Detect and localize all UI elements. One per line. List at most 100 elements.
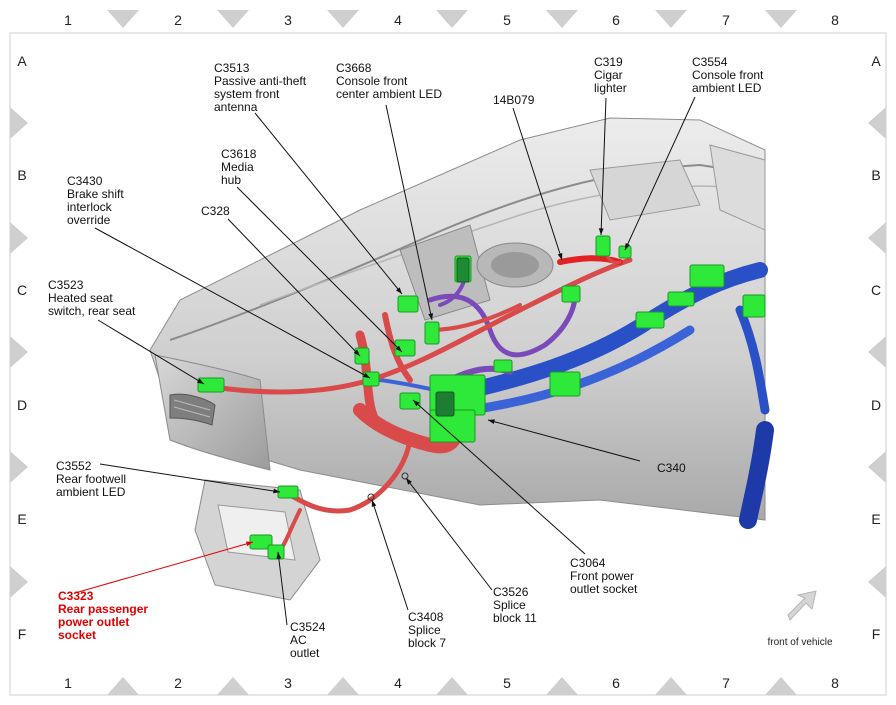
row-label-F: F xyxy=(18,626,27,642)
grid-tick-top xyxy=(217,10,249,28)
grid-tick-left xyxy=(10,336,28,368)
grid-tick-top xyxy=(436,10,468,28)
callout-c3552-line: ambient LED xyxy=(56,485,126,499)
row-label-E: E xyxy=(17,511,26,527)
callout-c3430-line: Brake shift xyxy=(67,187,124,201)
grid-tick-bottom xyxy=(327,677,359,695)
callout-c3523-line: switch, rear seat xyxy=(48,304,136,318)
grid-tick-right xyxy=(868,566,886,598)
leader-c3668 xyxy=(385,104,433,321)
leader-c3408 xyxy=(371,499,409,611)
column-label-8: 8 xyxy=(831,12,839,28)
grid-tick-top xyxy=(765,10,797,28)
row-label-B: B xyxy=(871,167,880,183)
connector-c340-shadow xyxy=(435,391,455,417)
callout-c340-line: C340 xyxy=(657,461,686,475)
callout-c328: C328 xyxy=(201,204,230,218)
column-label-6: 6 xyxy=(612,675,620,691)
grid-tick-right xyxy=(868,451,886,483)
connector-dark xyxy=(456,257,470,283)
callout-c3513-line: system front xyxy=(214,87,280,101)
row-label-E: E xyxy=(871,511,880,527)
connector-c3513 xyxy=(397,295,419,313)
callout-c3552-line: C3552 xyxy=(56,459,92,473)
callout-c3668-line: Console front xyxy=(336,74,408,88)
splice-c3408-marker xyxy=(367,493,375,501)
arrowhead-icon xyxy=(276,552,282,559)
column-label-4: 4 xyxy=(394,12,402,28)
row-label-B: B xyxy=(17,167,26,183)
connector-right-4 xyxy=(742,294,766,318)
callout-c3618-line: Media xyxy=(221,160,254,174)
connector-c3064 xyxy=(399,392,421,410)
leader-c3526 xyxy=(405,477,493,591)
column-label-2: 2 xyxy=(174,675,182,691)
callout-c14b079-line: 14B079 xyxy=(493,93,535,107)
callout-c3526-line: Splice xyxy=(493,598,526,612)
arrowhead-icon xyxy=(273,488,280,494)
leader-c3513 xyxy=(254,112,403,295)
grid-tick-left xyxy=(10,566,28,598)
callout-c3526-line: C3526 xyxy=(493,585,529,599)
arrowhead-icon xyxy=(598,228,604,235)
grid-tick-left xyxy=(10,222,28,254)
grid-tick-bottom xyxy=(546,677,578,695)
grid-tick-bottom xyxy=(107,677,139,695)
grid-tick-top xyxy=(327,10,359,28)
callout-c340: C340 xyxy=(657,461,686,475)
grid-tick-top xyxy=(546,10,578,28)
callout-c3430-line: C3430 xyxy=(67,174,103,188)
callout-c328-line: C328 xyxy=(201,204,230,218)
column-label-1: 1 xyxy=(64,12,72,28)
grid-tick-bottom xyxy=(217,677,249,695)
column-label-3: 3 xyxy=(284,12,292,28)
callout-c3618-line: C3618 xyxy=(221,147,257,161)
arrowhead-icon xyxy=(406,478,412,485)
callout-c3323-line: Rear passenger xyxy=(58,602,148,616)
connectors xyxy=(197,235,766,560)
grid-tick-left xyxy=(10,451,28,483)
leader-c3430 xyxy=(94,227,371,379)
grid-tick-left xyxy=(10,107,28,139)
arrowhead-icon xyxy=(413,400,420,407)
grid-markers xyxy=(10,10,886,695)
callout-c3668-line: center ambient LED xyxy=(336,87,442,101)
connector-c3668 xyxy=(424,321,440,345)
callout-c3523-line: Heated seat xyxy=(48,291,113,305)
callout-c3323-line: socket xyxy=(58,628,96,642)
splice-c3526-marker xyxy=(401,472,409,480)
callout-c3524-line: C3524 xyxy=(290,620,326,634)
connector-c328 xyxy=(354,347,370,365)
arrowhead-icon xyxy=(363,372,370,378)
arrowhead-icon xyxy=(371,500,377,507)
column-label-1: 1 xyxy=(64,675,72,691)
grid-tick-right xyxy=(868,222,886,254)
row-label-A: A xyxy=(17,53,27,69)
callout-c3408-line: C3408 xyxy=(408,610,444,624)
callout-c3618-line: hub xyxy=(221,173,241,187)
callout-c3513-line: C3513 xyxy=(214,61,250,75)
column-label-3: 3 xyxy=(284,675,292,691)
callout-c3552-line: Rear footwell xyxy=(56,472,126,486)
grid-tick-top xyxy=(107,10,139,28)
leader-c3618 xyxy=(236,186,403,353)
front-of-vehicle-label: front of vehicle xyxy=(767,637,832,648)
arrowhead-icon xyxy=(246,541,253,547)
callout-c3524-line: AC xyxy=(290,633,307,647)
column-label-6: 6 xyxy=(612,12,620,28)
callout-c3526-line: block 11 xyxy=(493,611,537,625)
column-label-5: 5 xyxy=(503,12,511,28)
front-of-vehicle-indicator: front of vehicle xyxy=(767,590,833,648)
column-label-7: 7 xyxy=(722,675,730,691)
arrowhead-icon xyxy=(353,349,360,356)
leader-c319 xyxy=(600,97,607,236)
